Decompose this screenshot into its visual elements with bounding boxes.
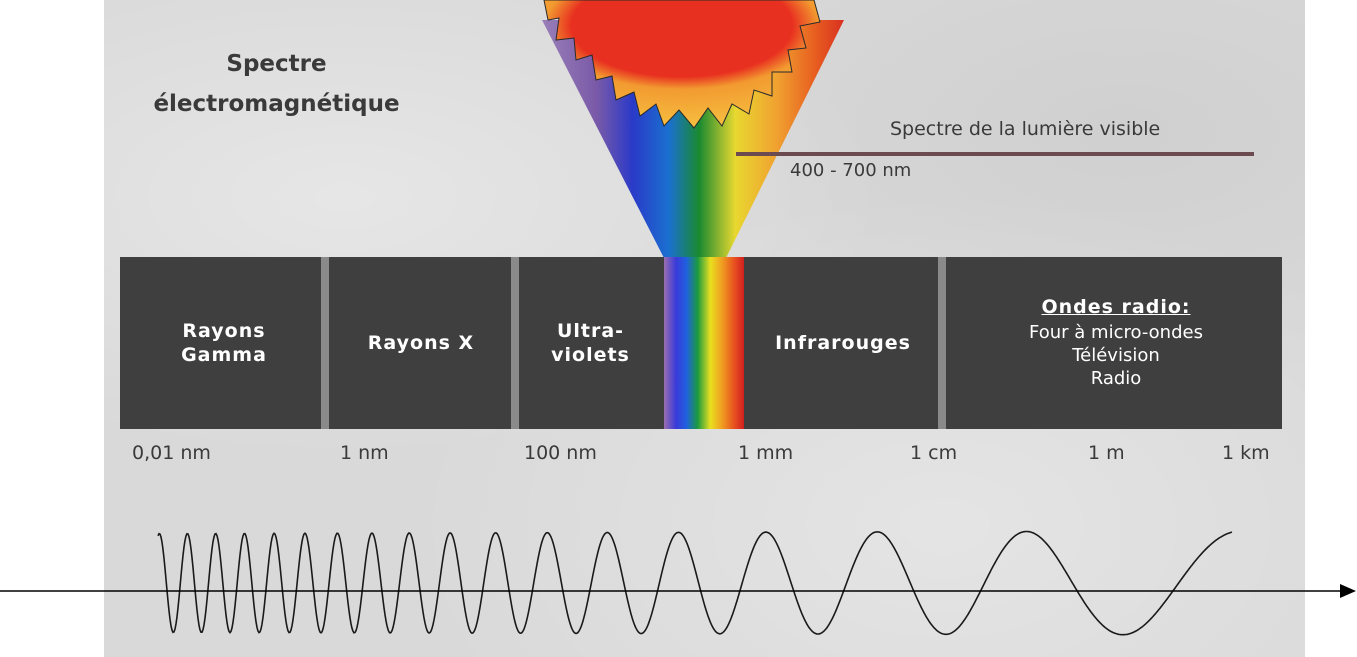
tick-label: 1 mm [738, 442, 794, 464]
band-separator [938, 257, 946, 429]
band-radio: Ondes radio: Four à micro-ondes Télévisi… [950, 257, 1282, 429]
tick-label: 1 nm [340, 442, 389, 464]
spectrum-band: Rayons Gamma Rayons X Ultra- violets Inf… [120, 257, 1282, 429]
tick-label: 1 cm [910, 442, 958, 464]
band-separator [511, 257, 519, 429]
band-gamma-line-2: Gamma [181, 344, 267, 366]
band-gamma: Rayons Gamma [120, 257, 328, 429]
band-xray-label: Rayons X [367, 332, 475, 354]
title-line-2: électromagnétique [153, 91, 400, 117]
visible-light-label: Spectre de la lumière visible [890, 118, 1161, 140]
wavelength-wave [157, 530, 1233, 636]
band-uv-line-1: Ultra- [556, 320, 625, 342]
tick-label: 100 nm [524, 442, 597, 464]
sun-prism-illustration [542, 0, 1254, 258]
band-uv: Ultra- violets [519, 257, 662, 429]
band-radio-item: Télévision [1072, 345, 1160, 366]
title-line-1: Spectre [226, 51, 327, 77]
band-gamma-line-1: Rayons [182, 320, 266, 342]
band-infrared: Infrarouges [744, 257, 942, 429]
page-title: Spectre électromagnétique [104, 44, 449, 124]
visible-light-range: 400 - 700 nm [790, 160, 912, 181]
tick-label: 1 m [1088, 442, 1125, 464]
arrow-head-icon [1340, 584, 1356, 598]
diagram-canvas: Spectre électromagnétique [104, 0, 1305, 657]
visible-spectrum-strip [664, 257, 744, 429]
band-radio-title: Ondes radio: [1041, 296, 1191, 318]
band-separator [321, 257, 329, 429]
band-infrared-label: Infrarouges [775, 332, 911, 354]
tick-label: 1 km [1222, 442, 1270, 464]
wave-illustration [157, 530, 1233, 636]
tick-label: 0,01 nm [132, 442, 211, 464]
band-xray: Rayons X [329, 257, 513, 429]
sun-shape [543, 0, 821, 129]
band-uv-line-2: violets [551, 344, 630, 366]
band-radio-item: Radio [1090, 368, 1142, 389]
band-radio-item: Four à micro-ondes [1029, 322, 1203, 343]
